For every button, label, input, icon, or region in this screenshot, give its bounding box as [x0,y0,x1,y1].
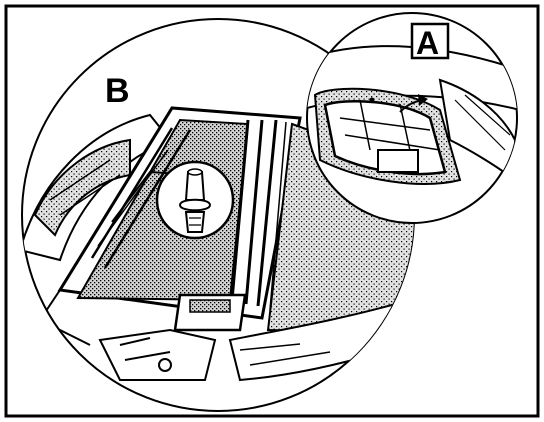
label-b: B [105,72,130,110]
label-a-box [410,22,450,60]
fastener-zoom [155,160,235,240]
detail-view-circle [306,12,518,224]
label-a: A [416,25,439,61]
wheel-arch [33,138,131,237]
rail [230,119,278,307]
